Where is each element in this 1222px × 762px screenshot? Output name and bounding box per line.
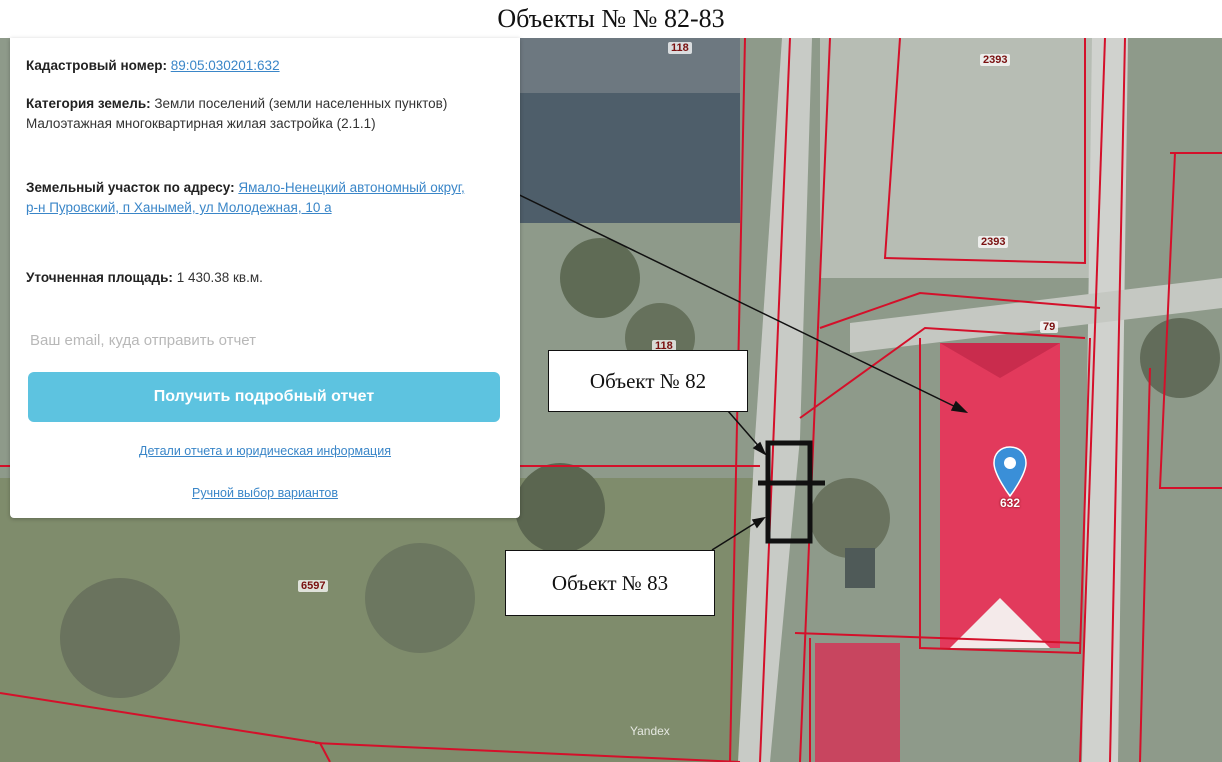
map-pin-icon[interactable] xyxy=(992,446,1028,498)
object-82-callout: Объект № 82 xyxy=(548,350,748,412)
parcel-label-79: 79 xyxy=(1040,321,1059,333)
manual-selection-link[interactable]: Ручной выбор вариантов xyxy=(192,486,338,500)
parcel-label-2393-top: 2393 xyxy=(980,54,1011,66)
cadastral-number-row: Кадастровый номер: 89:05:030201:632 xyxy=(26,56,506,76)
get-report-button[interactable]: Получить подробный отчет xyxy=(28,372,500,422)
report-details-link[interactable]: Детали отчета и юридическая информация xyxy=(139,444,391,458)
cadastral-info-panel: Кадастровый номер: 89:05:030201:632 Кате… xyxy=(10,38,520,518)
parcel-label-6597: 6597 xyxy=(298,580,329,592)
parcel-label-118: 118 xyxy=(668,42,692,54)
area-row: Уточненная площадь: 1 430.38 кв.м. xyxy=(26,268,506,288)
address-link[interactable]: Ямало-Ненецкий автономный округ, р-н Пур… xyxy=(26,180,465,215)
address-label: Земельный участок по адресу: xyxy=(26,180,235,195)
manual-link-row: Ручной выбор вариантов xyxy=(10,486,520,500)
land-usage-value: Малоэтажная многоквартирная жилая застро… xyxy=(26,116,376,131)
land-category-label: Категория земель: xyxy=(26,96,151,111)
parcel-label-118-mid: 118 xyxy=(652,340,676,352)
cadastral-number-label: Кадастровый номер: xyxy=(26,58,167,73)
area-value: 1 430.38 кв.м. xyxy=(176,270,263,285)
object-83-callout: Объект № 83 xyxy=(505,550,715,616)
address-row: Земельный участок по адресу: Ямало-Ненец… xyxy=(26,178,466,218)
area-label: Уточненная площадь: xyxy=(26,270,173,285)
land-category-row: Категория земель: Земли поселений (земли… xyxy=(26,94,506,134)
details-link-row: Детали отчета и юридическая информация xyxy=(10,444,520,458)
marker-label: 632 xyxy=(999,496,1021,510)
map-watermark: Yandex xyxy=(630,724,670,738)
email-input[interactable] xyxy=(28,324,502,356)
page-title: Объекты № № 82-83 xyxy=(497,4,725,33)
cadastral-number-link[interactable]: 89:05:030201:632 xyxy=(170,58,280,73)
parcel-label-2393-bottom: 2393 xyxy=(978,236,1009,248)
land-category-value: Земли поселений (земли населенных пункто… xyxy=(154,96,448,111)
